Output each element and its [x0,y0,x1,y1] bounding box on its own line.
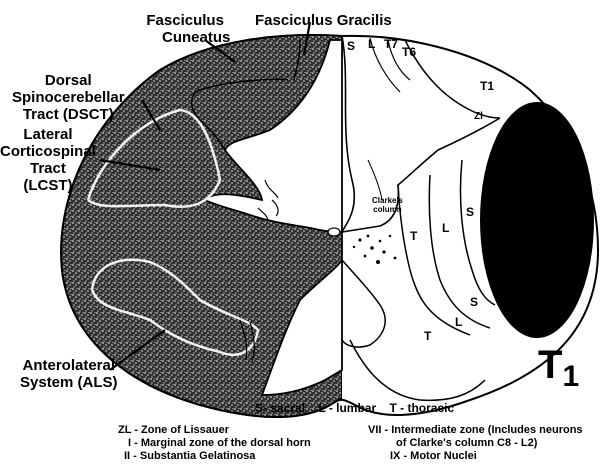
legend-right: VII - Intermediate zone (Includes neuron… [368,424,583,462]
label-dsct: Dorsal Spinocerebellar Tract (DSCT) [12,72,125,123]
label-t1-big: T1 [538,343,580,393]
region-s-low: S [470,295,479,309]
left-gray-matter [203,39,343,396]
region-t7: T7 [384,37,399,51]
region-s-top: S [347,39,356,53]
right-gray-matter [340,35,501,234]
key-line: S- sacral L - lumbar T - thoracic [255,401,455,415]
region-zl: Zl [474,111,483,122]
label-fasciculus-gracilis: Fasciculus Gracilis [255,12,392,29]
label-lcst: Lateral Corticospinal Tract (LCST) [0,126,96,194]
region-t6: T6 [402,45,417,59]
region-t-low: T [424,329,432,343]
lesion [480,102,594,338]
lcst-outline [86,108,222,208]
region-l-top: L [368,37,376,51]
region-l-mid: L [442,221,450,235]
label-als: Anterolateral System (ALS) [20,357,118,391]
region-s-mid: S [466,205,475,219]
region-t1-small: T1 [480,79,495,93]
legend-left: ZL - Zone of Lissauer I - Marginal zone … [118,424,311,462]
region-t-mid: T [410,229,418,243]
label-fasciculus-cuneatus: Fasciculus Cuneatus [146,12,231,46]
region-clarke: Clarke's column [372,196,403,214]
als-outline [90,258,260,356]
region-l-low: L [455,315,463,329]
